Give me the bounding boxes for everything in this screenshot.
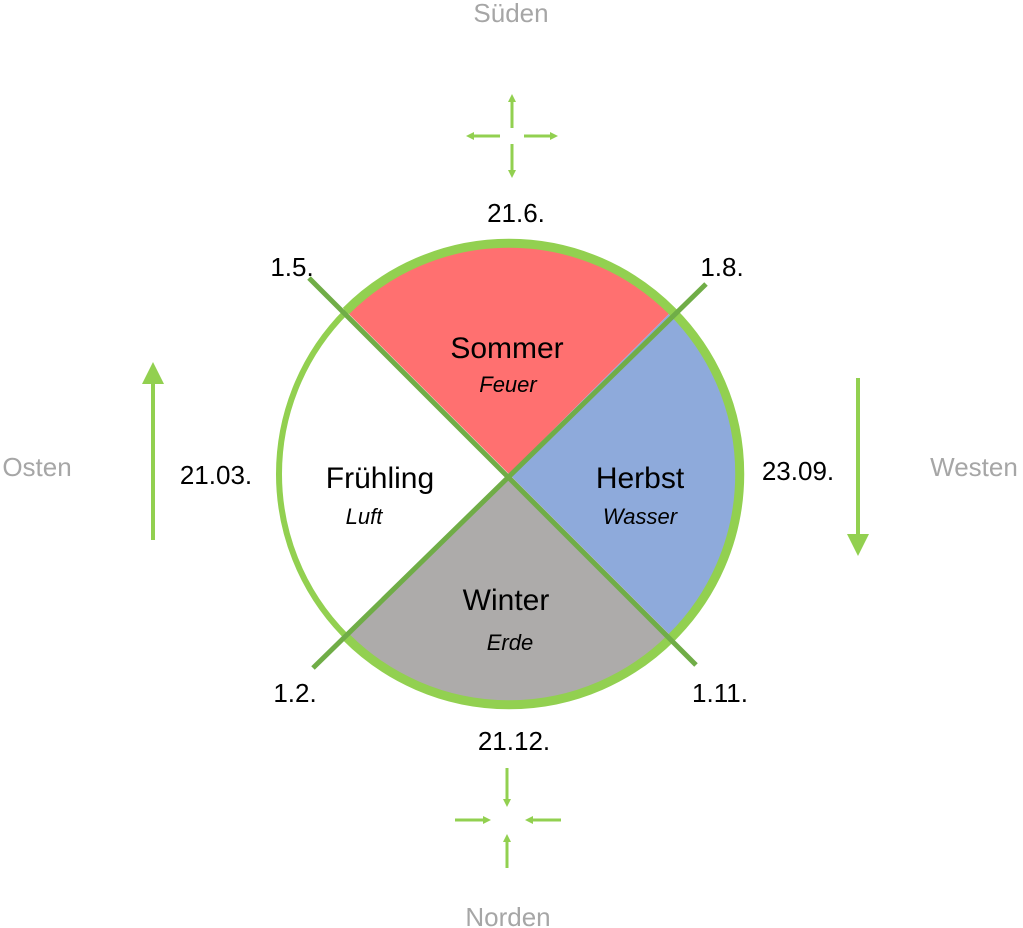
date-autumn-equinox: 23.09.: [762, 456, 834, 486]
date-aug-first: 1.8.: [700, 252, 743, 282]
element-water-label: Wasser: [603, 504, 679, 529]
segment-autumn: [509, 311, 740, 637]
segment-winter: [346, 474, 672, 705]
direction-east-label: Osten: [2, 452, 71, 482]
direction-north-label: Norden: [465, 902, 550, 928]
element-air-label: Luft: [346, 504, 384, 529]
divider-aug-feb: [311, 282, 708, 670]
element-fire-label: Feuer: [479, 372, 538, 397]
expanding-arrows-icon: [466, 94, 558, 178]
season-spring-label: Frühling: [326, 462, 434, 495]
date-feb-first: 1.2.: [273, 678, 316, 708]
date-nov-first: 1.11.: [692, 678, 748, 708]
direction-west-label: Westen: [930, 452, 1018, 482]
date-summer-solstice: 21.6.: [487, 198, 545, 228]
divider-may-nov: [307, 276, 698, 667]
segment-summer: [346, 243, 672, 474]
date-may-first: 1.5.: [270, 252, 313, 282]
contracting-arrows-icon: [455, 768, 561, 868]
date-winter-solstice: 21.12.: [478, 726, 550, 756]
date-spring-equinox: 21.03.: [180, 460, 252, 490]
season-autumn-label: Herbst: [596, 462, 685, 495]
element-earth-label: Erde: [487, 630, 533, 655]
season-summer-label: Sommer: [450, 332, 563, 365]
wheel-ring-thick: [342, 238, 745, 710]
direction-south-label: Süden: [473, 0, 548, 28]
season-winter-label: Winter: [463, 584, 550, 617]
